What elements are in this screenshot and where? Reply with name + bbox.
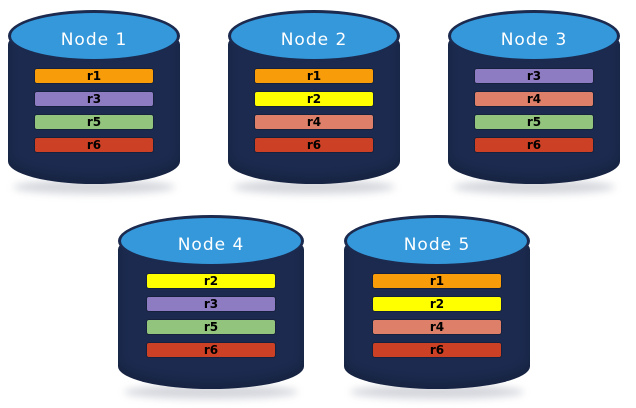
node-title: Node 5 [403, 234, 471, 255]
replica-list: r2 r3 r5 r6 [118, 273, 304, 358]
replica-label: r5 [203, 320, 219, 334]
replica-label: r4 [306, 115, 322, 129]
replica-bar: r6 [145, 342, 277, 358]
node-2: Node 2 r1 r2 r4 r6 [228, 10, 400, 194]
replica-bar: r3 [145, 296, 277, 312]
replica-list: r1 r3 r5 r6 [8, 68, 180, 153]
replica-bar: r2 [253, 91, 375, 107]
node-shadow [13, 180, 175, 194]
replica-label: r1 [429, 274, 445, 288]
node-title: Node 3 [500, 29, 568, 50]
node-3: Node 3 r3 r4 r5 r6 [448, 10, 620, 194]
replica-bar: r1 [33, 68, 155, 84]
replica-bar: r3 [33, 91, 155, 107]
replica-list: r1 r2 r4 r6 [344, 273, 530, 358]
replica-bar: r1 [371, 273, 503, 289]
node-shadow [453, 180, 615, 194]
node-shadow [349, 385, 525, 399]
replica-bar: r6 [253, 137, 375, 153]
node-cylinder-top: Node 5 [344, 215, 530, 267]
replica-label: r3 [203, 297, 219, 311]
replica-bar: r4 [371, 319, 503, 335]
replica-label: r6 [429, 343, 445, 357]
replica-label: r5 [86, 115, 102, 129]
replica-label: r4 [429, 320, 445, 334]
replica-label: r2 [306, 92, 322, 106]
replica-label: r4 [526, 92, 542, 106]
replica-bar: r5 [33, 114, 155, 130]
replica-bar: r2 [145, 273, 277, 289]
node-cylinder-top: Node 4 [118, 215, 304, 267]
replica-list: r3 r4 r5 r6 [448, 68, 620, 153]
replica-bar: r6 [473, 137, 595, 153]
replica-label: r1 [86, 69, 102, 83]
replica-bar: r3 [473, 68, 595, 84]
node-cylinder-top: Node 1 [8, 10, 180, 62]
replica-bar: r4 [253, 114, 375, 130]
node-cylinder-top: Node 3 [448, 10, 620, 62]
replica-bar: r6 [33, 137, 155, 153]
node-shadow [233, 180, 395, 194]
replica-label: r6 [203, 343, 219, 357]
replica-label: r6 [526, 138, 542, 152]
replica-label: r6 [306, 138, 322, 152]
replica-label: r6 [86, 138, 102, 152]
replica-bar: r5 [473, 114, 595, 130]
replica-bar: r1 [253, 68, 375, 84]
node-4: Node 4 r2 r3 r5 r6 [118, 215, 304, 399]
node-5: Node 5 r1 r2 r4 r6 [344, 215, 530, 399]
replica-bar: r2 [371, 296, 503, 312]
node-title: Node 4 [177, 234, 245, 255]
node-1: Node 1 r1 r3 r5 r6 [8, 10, 180, 194]
replica-label: r5 [526, 115, 542, 129]
replica-bar: r5 [145, 319, 277, 335]
replica-label: r2 [429, 297, 445, 311]
replica-label: r2 [203, 274, 219, 288]
replica-label: r3 [526, 69, 542, 83]
node-shadow [123, 385, 299, 399]
replica-bar: r4 [473, 91, 595, 107]
node-cylinder-top: Node 2 [228, 10, 400, 62]
replica-bar: r6 [371, 342, 503, 358]
replica-list: r1 r2 r4 r6 [228, 68, 400, 153]
replica-label: r3 [86, 92, 102, 106]
node-title: Node 2 [280, 29, 348, 50]
node-title: Node 1 [60, 29, 128, 50]
replica-label: r1 [306, 69, 322, 83]
